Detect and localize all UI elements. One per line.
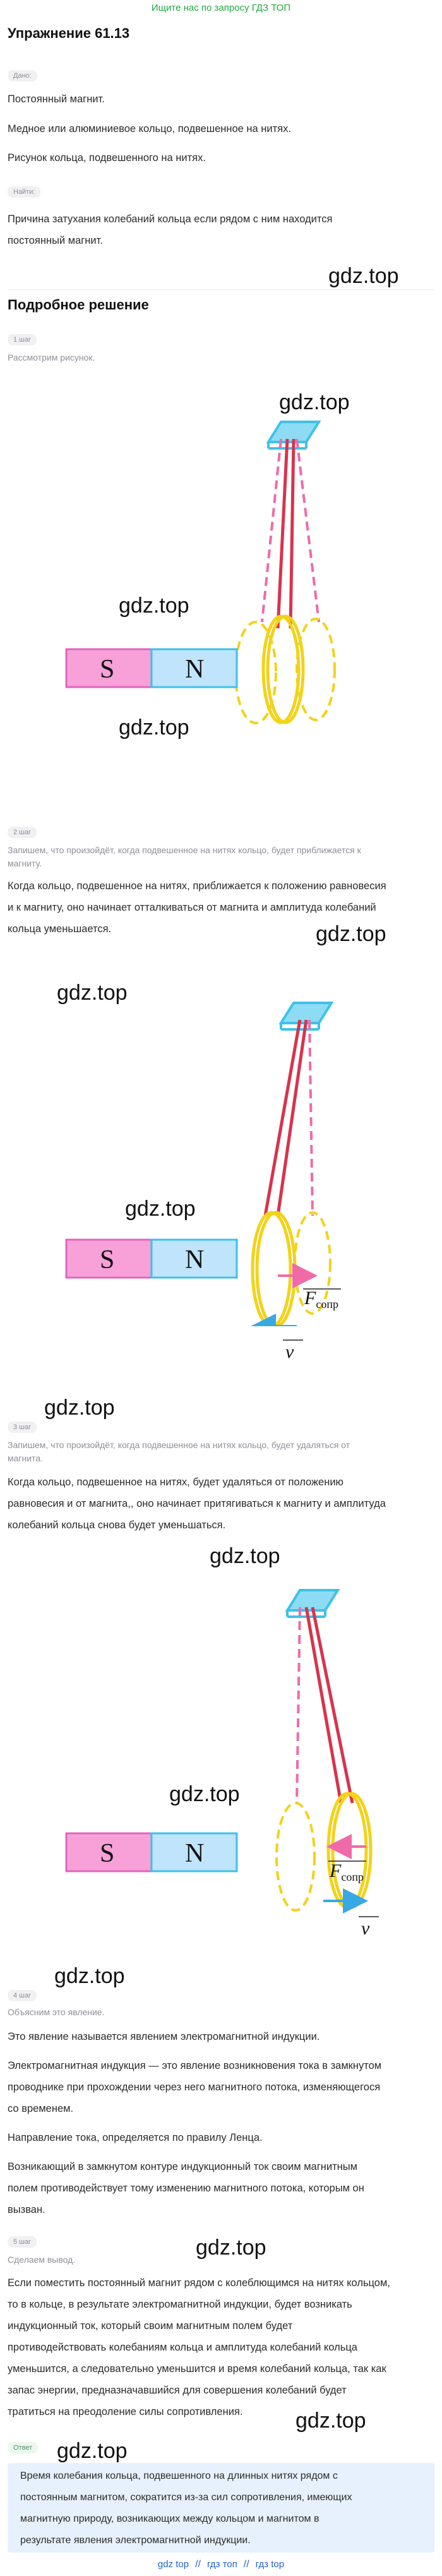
thread: [296, 1607, 354, 1804]
magnet-north-label: N: [185, 655, 204, 684]
divider: [8, 289, 434, 290]
step-hint: Объясним это явление.: [8, 2007, 105, 2017]
magnet-north-label: N: [185, 1839, 204, 1868]
step-text: Это явление называется явлением электром…: [8, 2031, 320, 2042]
step-text: то в кольце, в результате электромагнитн…: [8, 2299, 352, 2310]
step-tag: 3 шаг: [8, 1421, 37, 1433]
step-text: Возникающий в замкнутом контуре индукцио…: [8, 2161, 357, 2172]
given-line: Рисунок кольца, подвешенного на нитях.: [8, 152, 206, 164]
search-hint-link[interactable]: Ищите нас по запросу ГДЗ ТОП: [151, 3, 291, 13]
magnet-south-label: S: [100, 655, 114, 684]
step-text: Когда кольцо, подвешенное на нитях, приб…: [8, 880, 386, 892]
step-tag: 4 шаг: [8, 1989, 37, 2001]
footer-links: gdz top//гдз топ//гдз top: [157, 2559, 285, 2570]
watermark: gdz.top: [44, 1396, 115, 1420]
step-text: Если поместить постоянный магнит рядом с…: [8, 2277, 390, 2289]
footer-link[interactable]: гдз топ: [207, 2559, 237, 2570]
step-tag: 5 шаг: [8, 2236, 37, 2248]
step-text: вызван.: [8, 2204, 45, 2215]
find-line: Причина затухания колебаний кольца если …: [8, 213, 333, 225]
step-hint: Запишем, что произойдёт, когда подвешенн…: [8, 845, 361, 855]
step-text: индукционный ток, который своим магнитны…: [8, 2320, 293, 2332]
svg-text:v: v: [361, 1918, 370, 1939]
thread: [261, 438, 320, 629]
footer-link[interactable]: gdz top: [157, 2559, 189, 2570]
velocity-label: v: [283, 1339, 303, 1362]
force-label: Fсопр: [329, 1860, 364, 1883]
given-tag: Дано:: [8, 69, 37, 81]
step-text: со временем.: [8, 2103, 74, 2114]
answer-line: результате явления электромагнитной инду…: [20, 2535, 251, 2546]
step-text: запас энергии, предназначавшийся для сов…: [8, 2385, 347, 2396]
force-label: Fсопр: [304, 1288, 338, 1310]
watermark: gdz.top: [279, 390, 350, 414]
answer-line: Время колебания кольца, подвешенного на …: [20, 2471, 338, 2481]
step-text: Когда кольцо, подвешенное на нитях, буде…: [8, 1477, 343, 1488]
step-tag: 1 шаг: [8, 333, 37, 345]
watermark: gdz.top: [54, 1964, 125, 1988]
step-hint: Запишем, что произойдёт, когда подвешенн…: [8, 1440, 350, 1450]
exercise-title: Упражнение 61.13: [8, 25, 130, 41]
step-hint: магнита.: [8, 1453, 43, 1463]
footer-link[interactable]: гдз top: [255, 2559, 285, 2570]
magnet-north-label: N: [185, 1245, 204, 1274]
step-text: уменьшится, а следовательно уменьшится и…: [8, 2363, 386, 2375]
find-tag: Найти:: [8, 186, 41, 198]
magnet: S N: [65, 1832, 238, 1872]
step-text: и к магниту, оно начинает отталкиваться …: [8, 902, 376, 913]
watermark: gdz.top: [57, 981, 128, 1005]
watermark: gdz.top: [119, 594, 189, 618]
figure-3-ring-receding: S N Fсопр: [65, 1589, 373, 1914]
watermark: gdz.top: [196, 2236, 266, 2260]
magnet: S N: [65, 1238, 238, 1279]
watermark: gdz.top: [169, 1782, 240, 1806]
step-text: проводнике при прохождении через него ма…: [8, 2082, 381, 2093]
watermark: gdz.top: [316, 922, 386, 946]
answer-box: Время колебания кольца, подвешенного на …: [8, 2463, 434, 2553]
step-text: кольца уменьшается.: [8, 923, 112, 935]
magnet: S N: [65, 648, 238, 688]
ceiling-mount: [285, 1589, 340, 1618]
magnet-south-label: S: [100, 1839, 114, 1868]
watermark: gdz.top: [125, 1197, 196, 1221]
step-hint: Рассмотрим рисунок.: [8, 352, 95, 362]
step-hint: магниту.: [8, 858, 42, 868]
watermark: gdz.top: [328, 264, 399, 288]
answer-line: постоянным магнитом, сократится из-за си…: [20, 2492, 352, 2503]
given-line: Постоянный магнит.: [8, 93, 105, 105]
given-line: Медное или алюминиевое кольцо, подвешенн…: [8, 123, 291, 135]
ceiling-mount: [278, 1002, 334, 1031]
solution-title: Подробное решение: [8, 297, 149, 313]
answer-tag: Ответ: [8, 2441, 39, 2453]
step-text: противодействовать колебаниям кольца и а…: [8, 2342, 357, 2353]
step-text: равновесия и от магнита,, оно начинает п…: [8, 1498, 386, 1509]
figure-1-magnet-ring: S N: [65, 421, 336, 724]
step-text: тратиться на преодоление силы сопротивле…: [8, 2406, 243, 2417]
watermark: gdz.top: [57, 2439, 128, 2463]
ring: [275, 1792, 373, 1912]
ring: [234, 614, 336, 724]
step-text: Электромагнитная индукция — это явление …: [8, 2060, 382, 2071]
figure-2-ring-approaching: S N Fсопр: [65, 1002, 341, 1326]
step-text: колебаний кольца снова будет уменьшаться…: [8, 1519, 226, 1531]
watermark: gdz.top: [119, 716, 189, 740]
answer-line: магнитную природу, возникающих между кол…: [20, 2513, 320, 2524]
velocity-label: v: [359, 1916, 379, 1939]
step-hint: Сделаем вывод.: [8, 2255, 76, 2265]
find-line: постоянный магнит.: [8, 235, 103, 246]
watermark: gdz.top: [296, 2409, 366, 2433]
step-text: Направление тока, определяется по правил…: [8, 2132, 263, 2143]
magnet-south-label: S: [100, 1245, 114, 1274]
watermark: gdz.top: [210, 1544, 280, 1568]
svg-text:v: v: [285, 1341, 294, 1362]
thread: [263, 1019, 314, 1216]
step-text: полем противодействует тому изменению ма…: [8, 2183, 364, 2194]
step-tag: 2 шаг: [8, 826, 37, 838]
